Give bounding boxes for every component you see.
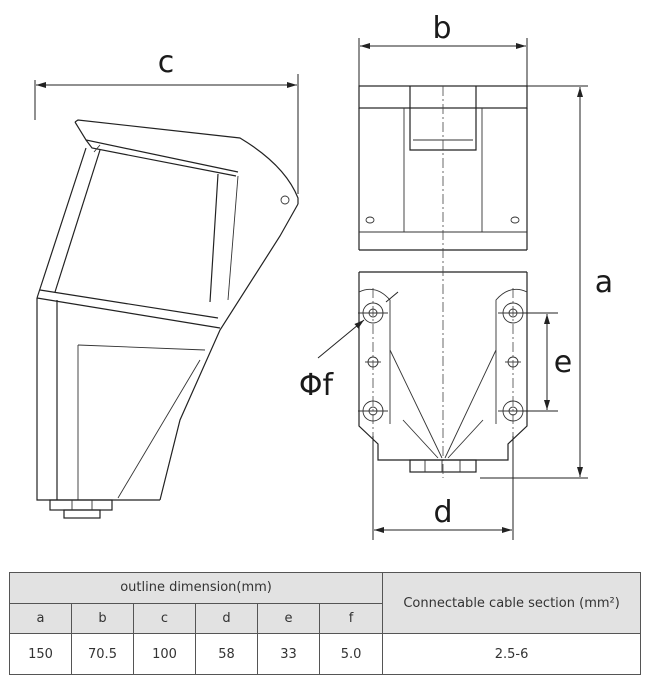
value-e: 33 bbox=[257, 633, 320, 675]
dimension-d bbox=[372, 436, 514, 540]
dimension-f-leader bbox=[317, 291, 399, 359]
technical-drawing: c b a e d Φf bbox=[34, 11, 613, 540]
col-header-e: e bbox=[257, 602, 320, 635]
label-e: e bbox=[554, 345, 572, 380]
side-view bbox=[36, 119, 299, 519]
spec-table: outline dimension(mm) Connectable cable … bbox=[8, 571, 642, 675]
value-d: 58 bbox=[195, 633, 258, 675]
value-c: 100 bbox=[133, 633, 196, 675]
cable-section-value: 2.5-6 bbox=[382, 633, 642, 675]
label-f: Φf bbox=[299, 368, 335, 403]
dimension-b bbox=[358, 38, 528, 86]
label-a: a bbox=[595, 265, 613, 300]
col-header-d: d bbox=[195, 602, 258, 635]
col-header-f: f bbox=[318, 602, 384, 635]
value-b: 70.5 bbox=[71, 633, 134, 675]
dimension-c bbox=[34, 74, 299, 194]
cable-section-header: Connectable cable section (mm²) bbox=[382, 571, 642, 635]
dimension-e bbox=[522, 312, 558, 412]
front-view bbox=[358, 85, 528, 478]
label-b: b bbox=[432, 11, 451, 46]
dimension-a bbox=[480, 85, 588, 479]
value-a: 150 bbox=[9, 633, 72, 675]
label-c: c bbox=[158, 45, 175, 80]
value-f: 5.0 bbox=[318, 633, 384, 675]
col-header-c: c bbox=[133, 602, 196, 635]
col-header-b: b bbox=[71, 602, 134, 635]
label-d: d bbox=[433, 495, 452, 530]
col-header-a: a bbox=[9, 602, 72, 635]
outline-dimension-header: outline dimension(mm) bbox=[8, 572, 384, 604]
